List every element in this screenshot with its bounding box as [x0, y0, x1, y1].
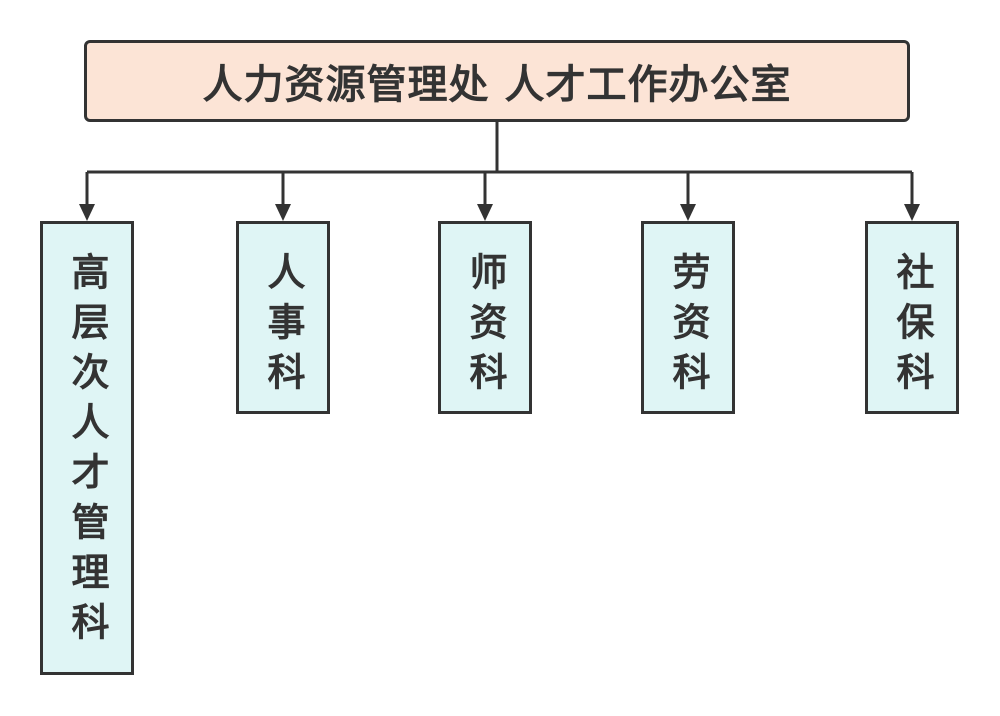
arrowhead-dept-2 [477, 204, 493, 221]
root-node-box: 人力资源管理处 人才工作办公室 [84, 40, 910, 122]
dept-label: 人事科 [261, 252, 305, 402]
root-node-title: 人力资源管理处 人才工作办公室 [202, 62, 792, 108]
dept-node-faculty: 师资科 [438, 221, 532, 414]
dept-label: 高层次人才管理科 [65, 252, 109, 652]
dept-label: 劳资科 [666, 252, 710, 402]
arrowhead-dept-3 [680, 204, 696, 221]
arrowhead-dept-0 [79, 204, 95, 221]
dept-node-personnel: 人事科 [236, 221, 330, 414]
arrowhead-dept-4 [904, 204, 920, 221]
arrowhead-dept-1 [275, 204, 291, 221]
dept-node-labor-wages: 劳资科 [641, 221, 735, 414]
dept-label: 社保科 [890, 252, 934, 402]
dept-node-social-security: 社保科 [865, 221, 959, 414]
dept-label: 师资科 [463, 252, 507, 402]
dept-node-high-level-talent: 高层次人才管理科 [40, 221, 134, 675]
